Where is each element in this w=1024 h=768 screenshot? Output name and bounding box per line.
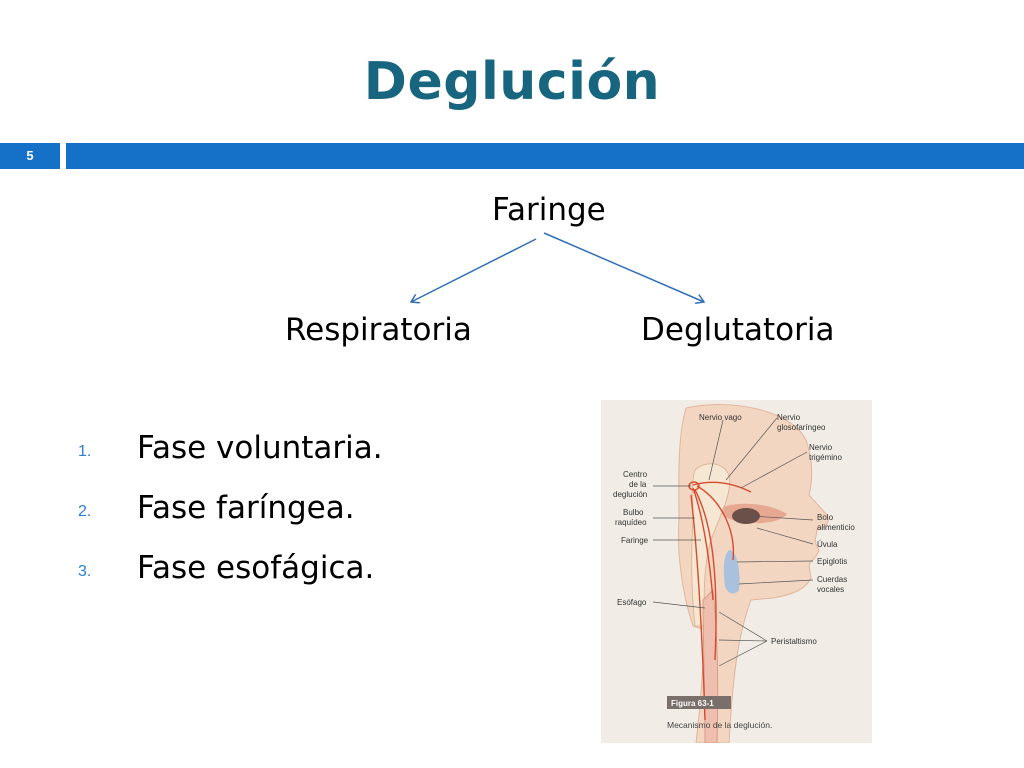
arrow-to-deglutatoria [543, 232, 704, 302]
swallowing-mechanism-figure: Nervio vago Nervio glosofaríngeo Nervio … [601, 400, 872, 743]
diagram-child-deglutatoria: Deglutatoria [641, 312, 835, 348]
diagram-root-faringe: Faringe [492, 192, 606, 228]
label-bulbo-2: raquídeo [615, 518, 647, 527]
slide-title: Deglución [363, 52, 661, 112]
diagram-child-respiratoria: Respiratoria [285, 312, 472, 348]
label-nervio-gloso-1: Nervio [777, 413, 801, 422]
figure-tag: Figura 63-1 [671, 699, 714, 708]
label-nervio-trig-2: trigémino [809, 453, 842, 462]
label-centro-3: deglución [613, 490, 647, 499]
slide-number: 5 [26, 148, 34, 163]
figure-tag-box [667, 696, 731, 709]
label-uvula: Úvula [817, 540, 838, 549]
list-number: 2. [78, 503, 92, 520]
label-nervio-trig-1: Nervio [809, 443, 833, 452]
label-bulbo-1: Bulbo [623, 508, 644, 517]
label-nervio-gloso-2: glosofaríngeo [777, 423, 826, 432]
label-cuerdas-2: vocales [817, 585, 844, 594]
list-text: Fase esofágica. [137, 550, 375, 586]
list-number: 1. [78, 443, 92, 460]
label-bolo-2: alimenticio [817, 523, 855, 532]
arrow-to-respiratoria [411, 238, 537, 302]
title-accent-bar [66, 143, 1024, 169]
list-number: 3. [78, 563, 92, 580]
label-centro-1: Centro [623, 470, 648, 479]
slide-number-box [0, 143, 60, 169]
label-epiglotis: Epiglotis [817, 557, 847, 566]
label-cuerdas-1: Cuerdas [817, 575, 847, 584]
label-peristaltismo: Peristaltismo [771, 637, 817, 646]
label-nervio-vago: Nervio vago [699, 413, 742, 422]
list-text: Fase voluntaria. [137, 430, 383, 466]
label-centro-2: de la [629, 480, 647, 489]
figure-caption: Mecanismo de la deglución. [667, 720, 772, 730]
list-text: Fase faríngea. [137, 490, 355, 526]
label-esofago: Esófago [617, 598, 647, 607]
label-faringe: Faringe [621, 536, 649, 545]
label-bolo-1: Bolo [817, 513, 834, 522]
